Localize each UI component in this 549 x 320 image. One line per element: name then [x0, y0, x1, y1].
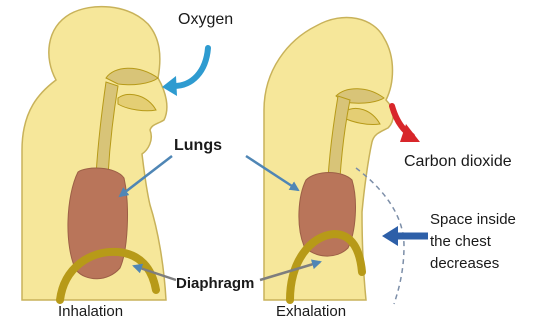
chest-note-line-2: the chest	[430, 233, 492, 250]
chest-note-line-1: Space inside	[430, 211, 516, 228]
diaphragm-label: Diaphragm	[176, 275, 254, 292]
chest-decreases-arrowhead	[382, 226, 398, 246]
oxygen-label: Oxygen	[178, 11, 233, 28]
oxygen-arrow	[174, 48, 208, 86]
lungs-label: Lungs	[174, 137, 222, 154]
exhalation-body	[264, 17, 393, 300]
carbon-dioxide-label: Carbon dioxide	[404, 153, 512, 170]
exhalation-label: Exhalation	[276, 303, 346, 320]
inhalation-label: Inhalation	[58, 303, 123, 320]
chest-note-line-3: decreases	[430, 255, 499, 272]
